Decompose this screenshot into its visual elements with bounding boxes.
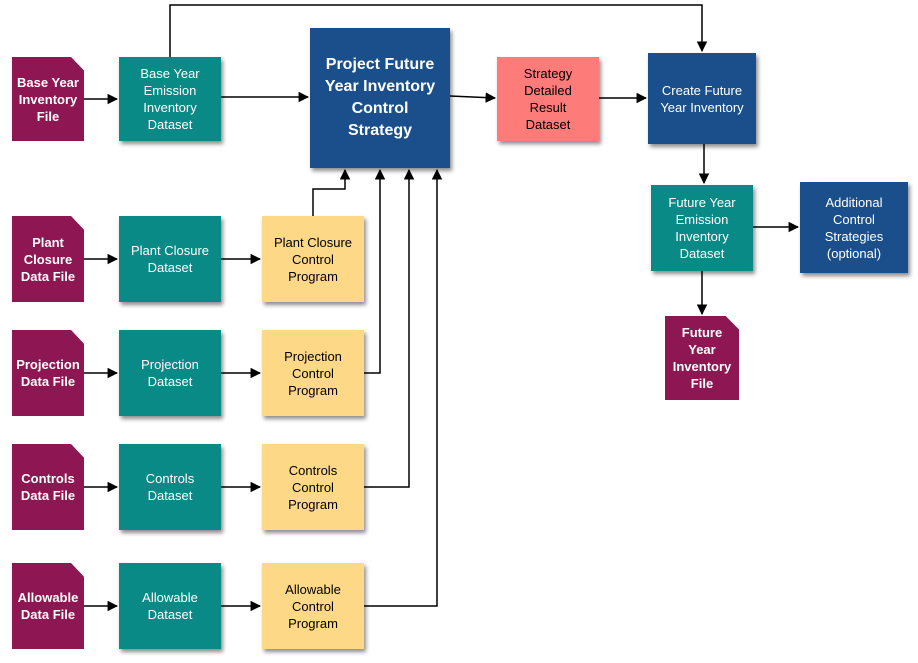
allowable-control-program-node: Allowable Control Program: [262, 563, 364, 649]
edge-controls-program-to-project-future: [364, 168, 415, 488]
future-year-emission-inventory-dataset-node: Future Year Emission Inventory Dataset: [651, 185, 753, 271]
base-year-inventory-file-node: Base Year Inventory File: [12, 57, 84, 141]
future-year-inventory-file-node: Future Year Inventory File: [665, 316, 739, 400]
additional-control-strategies-node: Additional Control Strategies (optional): [800, 182, 908, 273]
projection-data-file-node: Projection Data File: [12, 330, 84, 416]
base-year-emission-inventory-dataset-node: Base Year Emission Inventory Dataset: [119, 57, 221, 141]
create-future-year-inventory-node: Create Future Year Inventory: [648, 53, 756, 144]
edge-project-future-to-strategy-result: [449, 92, 497, 103]
plant-closure-control-program-node: Plant Closure Control Program: [262, 216, 364, 302]
edge-projection-program-to-project-future: [364, 168, 386, 374]
allowable-dataset-node: Allowable Dataset: [119, 563, 221, 649]
edge-allowable-program-to-project-future: [364, 168, 443, 607]
edge-plant-closure-program-to-project-future: [312, 168, 351, 216]
edge-base-year-dataset-to-create-future: [169, 4, 708, 57]
strategy-detailed-result-dataset-node: Strategy Detailed Result Dataset: [497, 57, 599, 141]
controls-data-file-node: Controls Data File: [12, 444, 84, 530]
projection-control-program-node: Projection Control Program: [262, 330, 364, 416]
controls-dataset-node: Controls Dataset: [119, 444, 221, 530]
plant-closure-data-file-node: Plant Closure Data File: [12, 216, 84, 302]
allowable-data-file-node: Allowable Data File: [12, 563, 84, 649]
project-future-year-inventory-control-strategy-node: Project Future Year Inventory Control St…: [310, 28, 450, 168]
plant-closure-dataset-node: Plant Closure Dataset: [119, 216, 221, 302]
controls-control-program-node: Controls Control Program: [262, 444, 364, 530]
projection-dataset-node: Projection Dataset: [119, 330, 221, 416]
